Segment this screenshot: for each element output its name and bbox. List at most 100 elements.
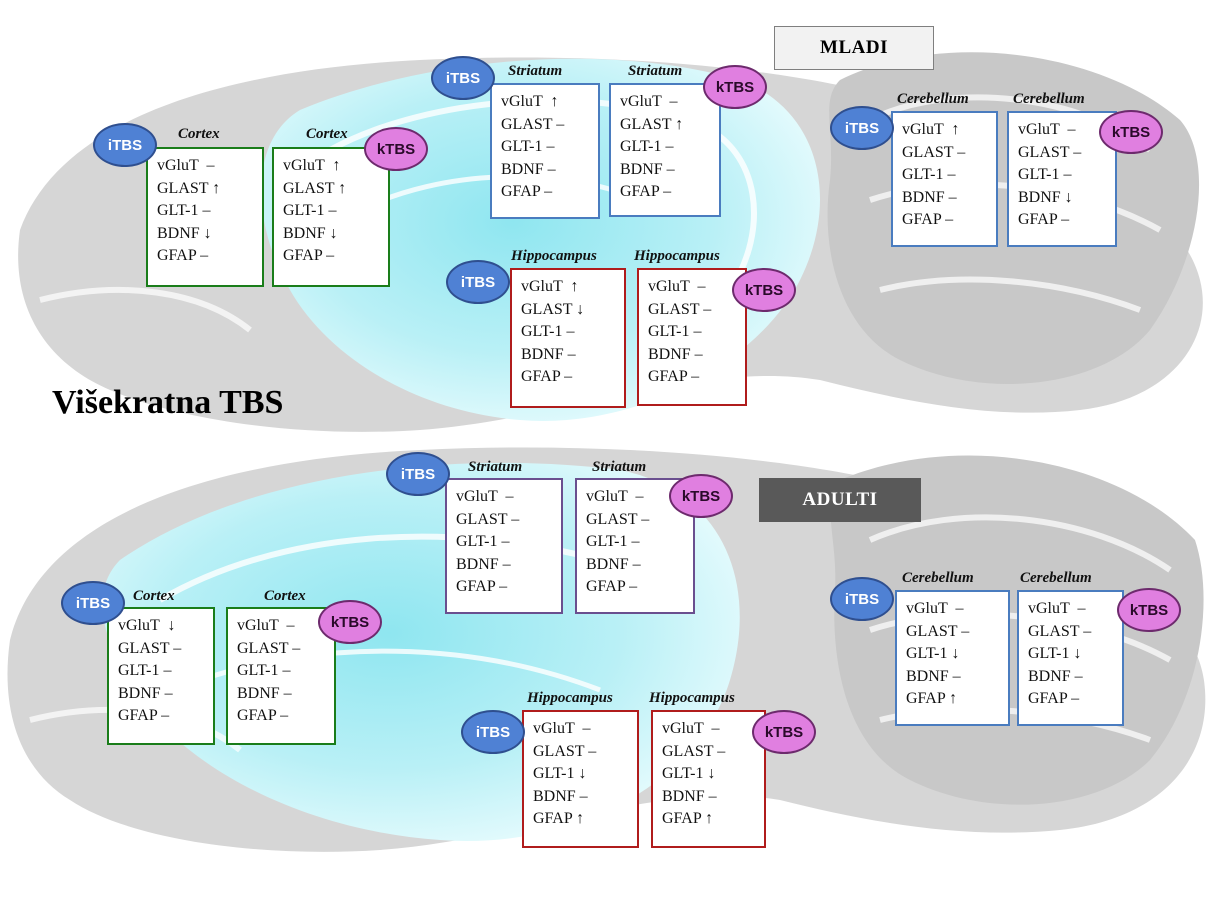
- adult-hippocampus-itbs-panel: vGluT – GLAST – GLT-1 ↓ BDNF – GFAP ↑: [522, 710, 639, 848]
- marker-row: GLAST –: [237, 639, 301, 657]
- marker-row: GLAST ↑: [283, 179, 347, 197]
- marker-row: BDNF –: [902, 188, 957, 206]
- marker-row: GLAST –: [662, 742, 726, 760]
- ktbs-badge: kTBS: [318, 600, 382, 644]
- marker-row: vGluT ↑: [521, 278, 579, 295]
- marker-row: vGluT ↓: [118, 617, 176, 634]
- marker-row: GFAP –: [586, 578, 638, 596]
- marker-row: GFAP –: [620, 183, 672, 201]
- marker-row: GLAST ↑: [157, 179, 221, 197]
- region-label-cortex: Cortex: [178, 126, 220, 142]
- marker-row: vGluT –: [237, 617, 295, 634]
- marker-row: vGluT –: [620, 93, 678, 110]
- adult-cortex-itbs-panel: vGluT ↓ GLAST – GLT-1 – BDNF – GFAP –: [107, 607, 215, 745]
- young-cerebellum-ktbs-panel: vGluT – GLAST – GLT-1 – BDNF ↓ GFAP –: [1007, 111, 1117, 247]
- marker-row: GFAP ↑: [662, 810, 714, 828]
- ktbs-badge: kTBS: [364, 127, 428, 171]
- region-label-cerebellum: Cerebellum: [1013, 91, 1085, 107]
- marker-row: vGluT –: [662, 720, 720, 737]
- marker-row: vGluT –: [456, 488, 514, 505]
- marker-row: GLAST –: [906, 622, 970, 640]
- marker-row: GLT-1 –: [1018, 166, 1072, 184]
- marker-row: vGluT –: [648, 278, 706, 295]
- region-label-hippocampus: Hippocampus: [511, 248, 597, 264]
- adult-cerebellum-ktbs-panel: vGluT – GLAST – GLT-1 ↓ BDNF – GFAP –: [1017, 590, 1124, 726]
- marker-row: GLT-1 –: [521, 323, 575, 341]
- itbs-badge: iTBS: [431, 56, 495, 100]
- marker-row: vGluT –: [906, 600, 964, 617]
- adult-striatum-itbs-panel: vGluT – GLAST – GLT-1 – BDNF – GFAP –: [445, 478, 563, 614]
- marker-row: BDNF –: [906, 667, 961, 685]
- itbs-badge: iTBS: [830, 106, 894, 150]
- marker-row: GFAP ↑: [533, 810, 585, 828]
- adult-hippocampus-ktbs-panel: vGluT – GLAST – GLT-1 ↓ BDNF – GFAP ↑: [651, 710, 766, 848]
- marker-row: GLAST –: [586, 510, 650, 528]
- region-label-cortex: Cortex: [306, 126, 348, 142]
- marker-row: BDNF ↓: [283, 224, 338, 242]
- region-label-hippocampus: Hippocampus: [527, 690, 613, 706]
- marker-row: GLT-1 ↓: [533, 765, 587, 783]
- region-label-striatum: Striatum: [468, 459, 523, 475]
- figure-title: Višekratna TBS: [52, 384, 284, 421]
- region-label-cerebellum: Cerebellum: [902, 570, 974, 586]
- itbs-badge: iTBS: [830, 577, 894, 621]
- marker-row: vGluT –: [533, 720, 591, 737]
- itbs-badge: iTBS: [93, 123, 157, 167]
- marker-row: GLT-1 –: [456, 533, 510, 551]
- itbs-badge: iTBS: [461, 710, 525, 754]
- marker-row: GLAST ↑: [620, 115, 684, 133]
- ktbs-badge: kTBS: [732, 268, 796, 312]
- marker-row: GLT-1 –: [237, 662, 291, 680]
- marker-row: vGluT ↑: [283, 157, 341, 174]
- marker-row: GLT-1 ↓: [906, 645, 960, 663]
- region-label-striatum: Striatum: [508, 63, 563, 79]
- adult-cerebellum-itbs-panel: vGluT – GLAST – GLT-1 ↓ BDNF – GFAP ↑: [895, 590, 1010, 726]
- marker-row: GLT-1 –: [620, 138, 674, 156]
- marker-row: GFAP –: [648, 368, 700, 386]
- itbs-badge: iTBS: [386, 452, 450, 496]
- marker-row: GFAP –: [521, 368, 573, 386]
- marker-row: GLAST –: [501, 115, 565, 133]
- marker-row: GLAST –: [902, 143, 966, 161]
- young-hippocampus-itbs-panel: vGluT ↑ GLAST ↓ GLT-1 – BDNF – GFAP –: [510, 268, 626, 408]
- young-cortex-itbs-panel: vGluT – GLAST ↑ GLT-1 – BDNF ↓ GFAP –: [146, 147, 264, 287]
- marker-row: BDNF ↓: [1018, 188, 1073, 206]
- marker-row: GLT-1 –: [648, 323, 702, 341]
- marker-row: GLT-1 –: [586, 533, 640, 551]
- marker-row: GFAP ↑: [906, 690, 958, 708]
- marker-row: GLAST –: [648, 300, 712, 318]
- marker-row: vGluT –: [157, 157, 215, 174]
- region-label-cerebellum: Cerebellum: [1020, 570, 1092, 586]
- ktbs-badge: kTBS: [669, 474, 733, 518]
- young-cortex-ktbs-panel: vGluT ↑ GLAST ↑ GLT-1 – BDNF ↓ GFAP –: [272, 147, 390, 287]
- young-striatum-itbs-panel: vGluT ↑ GLAST – GLT-1 – BDNF – GFAP –: [490, 83, 600, 219]
- marker-row: GLT-1 ↓: [662, 765, 716, 783]
- marker-row: vGluT ↑: [902, 121, 960, 138]
- young-cerebellum-itbs-panel: vGluT ↑ GLAST – GLT-1 – BDNF – GFAP –: [891, 111, 998, 247]
- adult-cortex-ktbs-panel: vGluT – GLAST – GLT-1 – BDNF – GFAP –: [226, 607, 336, 745]
- marker-row: GLAST –: [1018, 143, 1082, 161]
- marker-row: GFAP –: [456, 578, 508, 596]
- marker-row: BDNF –: [662, 787, 717, 805]
- region-label-cerebellum: Cerebellum: [897, 91, 969, 107]
- itbs-badge: iTBS: [446, 260, 510, 304]
- marker-row: BDNF –: [1028, 667, 1083, 685]
- marker-row: vGluT –: [586, 488, 644, 505]
- marker-row: GFAP –: [157, 247, 209, 265]
- marker-row: GFAP –: [283, 247, 335, 265]
- marker-row: GFAP –: [237, 707, 289, 725]
- marker-row: GLT-1 –: [501, 138, 555, 156]
- region-label-striatum: Striatum: [592, 459, 647, 475]
- region-label-striatum: Striatum: [628, 63, 683, 79]
- marker-row: BDNF –: [456, 555, 511, 573]
- marker-row: GFAP –: [501, 183, 553, 201]
- marker-row: GFAP –: [1018, 211, 1070, 229]
- young-striatum-ktbs-panel: vGluT – GLAST ↑ GLT-1 – BDNF – GFAP –: [609, 83, 721, 217]
- marker-row: BDNF –: [521, 345, 576, 363]
- marker-row: BDNF –: [501, 160, 556, 178]
- region-label-hippocampus: Hippocampus: [634, 248, 720, 264]
- young-hippocampus-ktbs-panel: vGluT – GLAST – GLT-1 – BDNF – GFAP –: [637, 268, 747, 406]
- ktbs-badge: kTBS: [752, 710, 816, 754]
- marker-row: GFAP –: [1028, 690, 1080, 708]
- ktbs-badge: kTBS: [703, 65, 767, 109]
